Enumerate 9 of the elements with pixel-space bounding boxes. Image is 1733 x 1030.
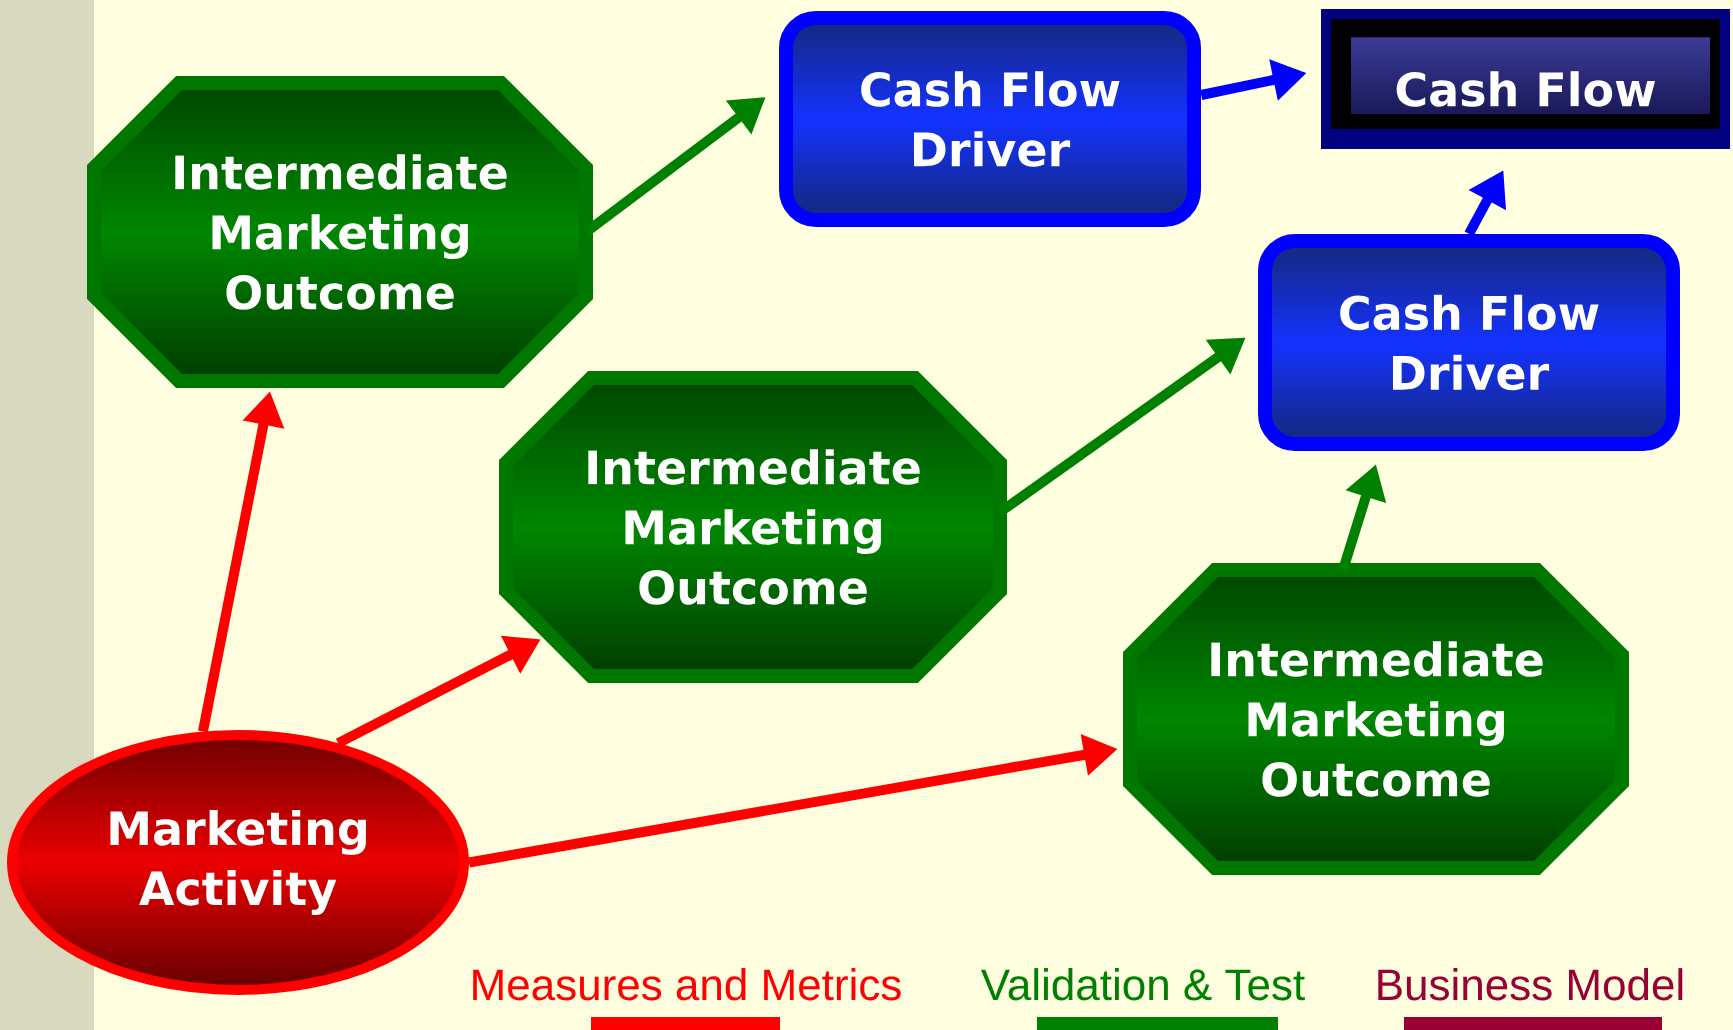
- title-box: Cash Flow: [1321, 9, 1730, 149]
- legend-label: Validation & Test: [980, 968, 1305, 1001]
- octagon-box: Intermediate Marketing Outcome: [1123, 563, 1629, 875]
- legend-label: Measures and Metrics: [473, 968, 901, 1001]
- rounded-box: Cash Flow Driver: [1258, 234, 1680, 451]
- octagon-box: Intermediate Marketing Outcome: [499, 371, 1007, 683]
- octagon-box: Intermediate Marketing Outcome: [87, 76, 593, 388]
- rounded-box: Cash Flow Driver: [779, 11, 1201, 227]
- legend-label: Business Model: [1378, 968, 1683, 1001]
